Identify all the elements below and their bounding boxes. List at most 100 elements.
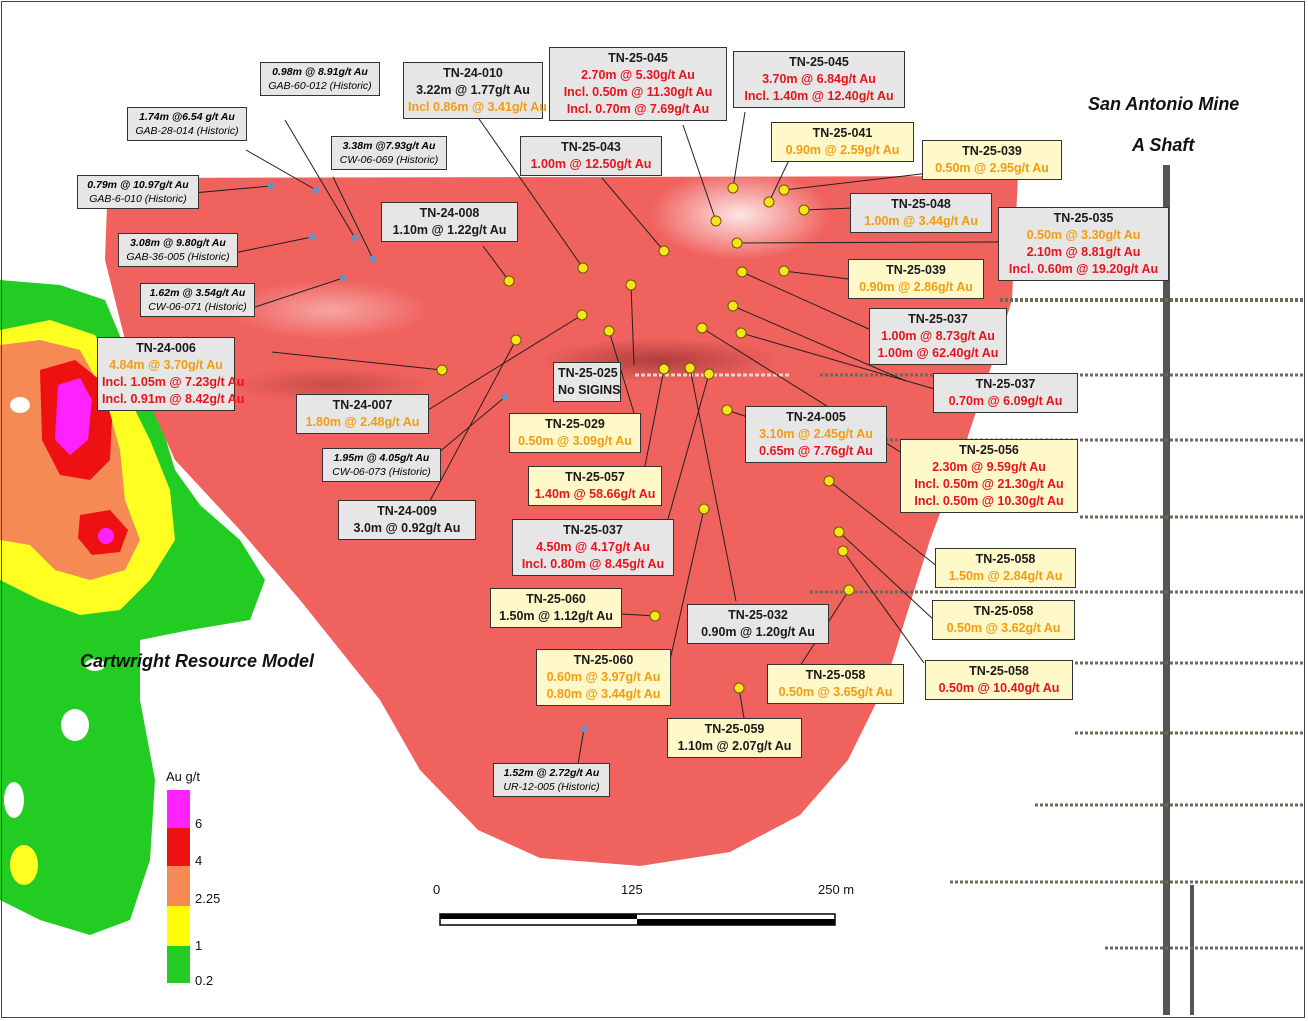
new-drill-hole-point <box>778 184 790 196</box>
historic-assay-label: 1.95m @ 4.05g/t Au CW-06-073 (Historic) <box>322 448 441 482</box>
new-drill-hole-point <box>603 325 615 337</box>
assay-line: 1.00m @ 12.50g/t Au <box>530 157 652 171</box>
hole-id: TN-25-057 <box>565 470 625 484</box>
assay-line: GAB-60-012 (Historic) <box>268 80 372 92</box>
new-drill-hole-point <box>778 265 790 277</box>
leader-line <box>689 367 737 602</box>
legend-swatch <box>167 906 190 946</box>
new-drill-hole-point <box>727 182 739 194</box>
historic-drill-hole-point <box>580 725 588 733</box>
assay-line: 1.62m @ 3.54g/t Au <box>149 287 246 299</box>
assay-line: 1.50m @ 1.12g/t Au <box>499 609 613 623</box>
hole-id: TN-25-059 <box>704 722 765 736</box>
leader-line <box>601 177 665 252</box>
leader-line <box>482 245 510 282</box>
hole-id: TN-25-045 <box>789 55 849 69</box>
assay-label: TN-25-059 1.10m @ 2.07g/t Au <box>667 718 802 758</box>
assay-line: 0.60m @ 3.97g/t Au <box>546 670 661 684</box>
hole-id: TN-25-058 <box>975 552 1036 566</box>
legend-label-1: 1 <box>195 938 203 953</box>
model-hole-2 <box>61 709 89 741</box>
assay-line: 0.90m @ 1.20g/t Au <box>701 625 815 639</box>
new-drill-hole-point <box>696 322 708 334</box>
assay-line: Incl. 0.50m @ 10.30g/t Au <box>914 494 1064 508</box>
assay-line: 1.95m @ 4.05g/t Au <box>333 452 430 464</box>
leader-line <box>682 124 717 222</box>
leader-line <box>630 284 635 366</box>
legend-swatch <box>167 946 190 983</box>
assay-line: GAB-36-005 (Historic) <box>126 251 230 263</box>
assay-line: Incl. 1.05m @ 7.23g/t Au <box>102 375 245 389</box>
new-drill-hole-point <box>727 300 739 312</box>
shell-highlight-2 <box>230 280 430 340</box>
legend-label-2-25: 2.25 <box>195 891 221 906</box>
leader-line <box>669 508 705 661</box>
historic-drill-hole-point <box>369 255 377 263</box>
hole-id: TN-25-045 <box>608 51 668 65</box>
leader-line <box>245 149 317 191</box>
leader-line <box>427 314 583 411</box>
legend-swatch <box>167 828 190 866</box>
assay-line: 3.08m @ 9.80g/t Au <box>130 237 226 249</box>
assay-line: CW-06-073 (Historic) <box>332 466 431 478</box>
leader-line <box>192 185 272 194</box>
new-drill-hole-point <box>576 309 588 321</box>
new-drill-hole-point <box>510 334 522 346</box>
hole-id: TN-25-025 <box>558 366 618 380</box>
scale-tick-250: 250 m <box>818 882 855 897</box>
scale-bar-fill-2 <box>637 919 835 925</box>
historic-drill-hole-point <box>308 233 316 241</box>
assay-line: 0.79m @ 10.97g/t Au <box>87 179 189 191</box>
resource-model-title: Cartwright Resource Model <box>80 651 315 671</box>
new-drill-hole-point <box>503 275 515 287</box>
leader-line <box>577 728 585 765</box>
drill-hole-pierce-points <box>267 182 855 733</box>
hole-id: TN-25-058 <box>973 604 1034 618</box>
hole-id: TN-25-043 <box>561 140 621 154</box>
leader-line <box>740 332 939 391</box>
leader-line <box>667 373 710 520</box>
assay-line: 1.74m @6.54 g/t Au <box>139 111 235 123</box>
hole-id: TN-25-056 <box>959 443 1019 457</box>
legend-swatch <box>167 866 190 906</box>
assay-line: 0.98m @ 8.91g/t Au <box>272 66 368 78</box>
assay-line: Incl. 0.91m @ 8.42g/t Au <box>102 392 245 406</box>
leader-line <box>828 480 939 568</box>
hole-id: TN-24-007 <box>332 398 393 412</box>
assay-line: Incl. 0.70m @ 7.69g/t Au <box>566 102 710 116</box>
legend-label-4: 4 <box>195 853 203 868</box>
assay-line: GAB-28-014 (Historic) <box>135 125 239 137</box>
assay-line: 2.30m @ 9.59g/t Au <box>932 460 1046 474</box>
new-drill-hole-point <box>731 237 743 249</box>
assay-line: 2.70m @ 5.30g/t Au <box>581 68 695 82</box>
a-shaft <box>1163 165 1170 1015</box>
assay-line: 0.50m @ 10.40g/t Au <box>938 681 1060 695</box>
leader-line <box>621 613 656 617</box>
leader-line <box>332 176 374 260</box>
historic-drill-hole-point <box>351 234 359 242</box>
assay-line: 3.70m @ 6.84g/t Au <box>762 72 876 86</box>
leader-line <box>469 105 584 269</box>
assay-line: 0.50m @ 3.65g/t Au <box>778 685 893 699</box>
assay-line: 0.50m @ 3.09g/t Au <box>518 434 632 448</box>
scale-bar <box>439 913 836 926</box>
assay-line: 2.10m @ 8.81g/t Au <box>1026 245 1141 259</box>
assay-line: 1.10m @ 2.07g/t Au <box>677 739 792 753</box>
legend-swatch <box>167 790 190 828</box>
assay-line: 0.90m @ 2.59g/t Au <box>785 143 900 157</box>
leader-line <box>783 270 850 280</box>
